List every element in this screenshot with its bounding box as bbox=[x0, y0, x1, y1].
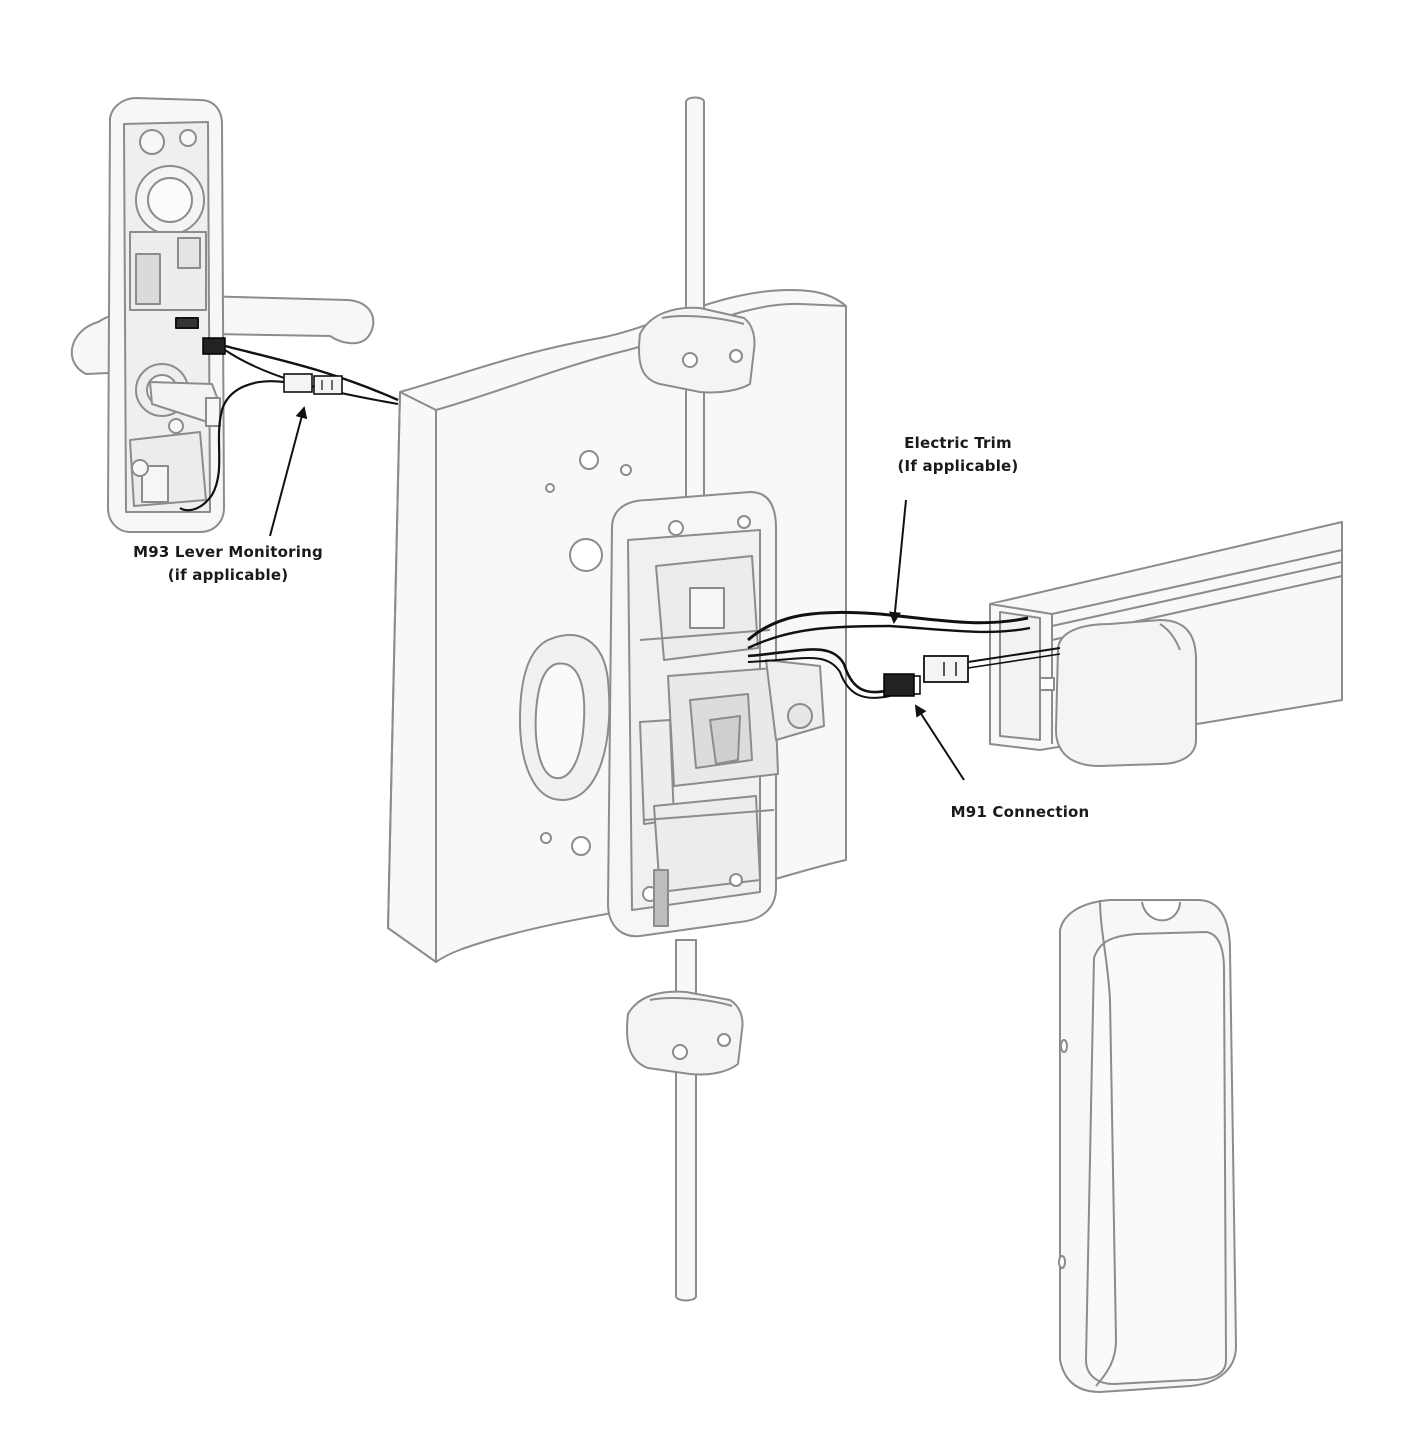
m91-leader-arrow bbox=[914, 704, 965, 781]
m93-label-line2: (if applicable) bbox=[167, 566, 289, 584]
push-bar bbox=[989, 521, 1343, 767]
m93-leader-arrow bbox=[269, 406, 308, 537]
m93-label-line1: M93 Lever Monitoring bbox=[133, 543, 323, 561]
m91-label-line1: M91 Connection bbox=[950, 803, 1090, 821]
lever-trim bbox=[70, 97, 375, 533]
m93-lever-monitoring-label: M93 Lever Monitoring (if applicable) bbox=[108, 541, 348, 587]
lever-wiring bbox=[179, 337, 399, 512]
electric-trim-label-line2: (If applicable) bbox=[897, 457, 1019, 475]
electric-trim-label-line1: Electric Trim bbox=[904, 434, 1012, 452]
m93-connector bbox=[283, 373, 313, 393]
m91-connectors bbox=[883, 655, 969, 697]
latch-mechanism bbox=[607, 491, 825, 938]
end-cap bbox=[1058, 899, 1237, 1393]
lever-arm bbox=[197, 295, 375, 345]
m91-connection-label: M91 Connection bbox=[920, 801, 1120, 824]
electric-trim-leader-arrow bbox=[889, 499, 907, 624]
rod-guide-bottom bbox=[626, 990, 744, 1076]
trim-connector bbox=[202, 337, 226, 355]
electric-trim-wiring bbox=[747, 610, 1061, 699]
electric-trim-label: Electric Trim (If applicable) bbox=[848, 432, 1068, 478]
rod-guide-top bbox=[638, 306, 756, 394]
